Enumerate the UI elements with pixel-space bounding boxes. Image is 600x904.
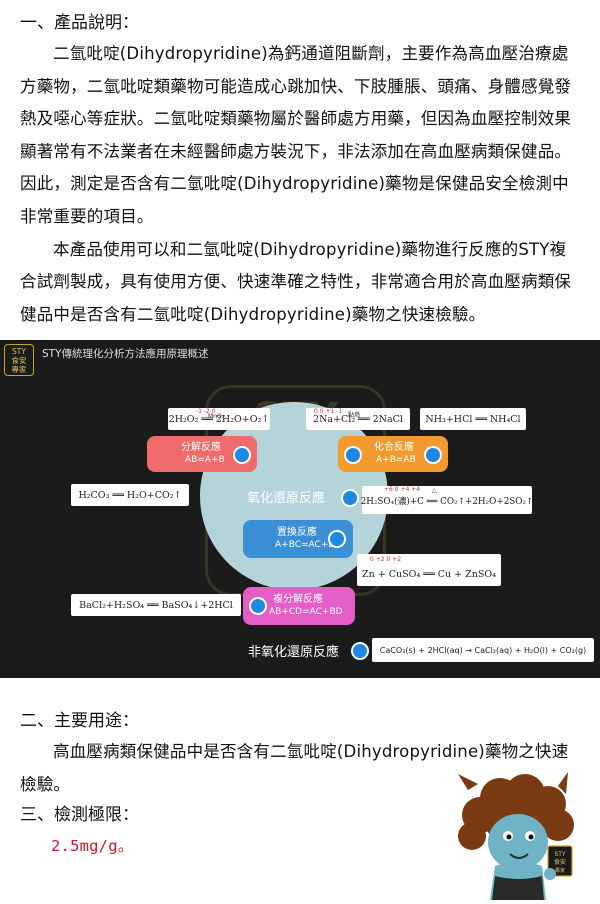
pill-label: 複分解反應	[273, 594, 323, 605]
logo-text: 專家	[11, 365, 27, 374]
badge-text: 食安	[554, 858, 566, 866]
detection-limit-value: 2.5mg/g。	[51, 837, 134, 855]
description-paragraph-2: 本產品使用可以和二氫吡啶(Dihydropyridine)藥物進行反應的STY複…	[20, 239, 572, 324]
badge-text: 專家	[555, 867, 565, 874]
section-heading: 二、主要用途：	[20, 711, 139, 731]
logo-text: STY	[12, 347, 26, 356]
product-description-section: 一、產品說明： 二氫吡啶(Dihydropyridine)為鈣通道阻斷劑，主要作…	[20, 8, 582, 331]
main-use-section: 二、主要用途： 高血壓病類保健品中是否含有二氫吡啶(Dihydropyridin…	[20, 706, 582, 801]
logo-text: 食安	[11, 356, 27, 365]
oxidation-numbers: -1 -2 0	[196, 408, 216, 415]
pill-formula: A+B=AB	[376, 455, 416, 465]
combination-dot-icon-left	[344, 446, 362, 464]
decomposition-reaction-pill: 分解反應 AB=A+B	[147, 436, 257, 472]
equation-card-redox: 2H₂SO₄(濃)+C ══ CO₂↑+2H₂O+2SO₂↑	[360, 486, 534, 514]
equation-text: CaCO₃(s) + 2HCl(aq) → CaCl₂(aq) + H₂O(l)…	[379, 645, 587, 655]
pill-formula: A+BC=AC+B	[275, 540, 335, 550]
sty-logo: STY 食安 專家	[4, 344, 34, 376]
equation-card-carbonic: H₂CO₃ ══ H₂O+CO₂↑	[71, 484, 189, 506]
condition-label: 點燃	[348, 412, 361, 419]
equation-card-decomposition: 2H₂O₂ ══ 2H₂O+O₂↑	[168, 408, 270, 430]
equation-card-combination-a: 2Na+Cl₂ ══ 2NaCl	[306, 408, 410, 430]
equation-card-displacement: Zn + CuSO₄ ══ Cu + ZnSO₄	[357, 554, 501, 586]
equation-text: 2Na+Cl₂ ══ 2NaCl	[313, 413, 403, 425]
displacement-reaction-pill: 置換反應 A+BC=AC+B	[243, 520, 353, 558]
redox-reaction-label: 氧化還原反應	[247, 491, 326, 506]
description-paragraph-1: 二氫吡啶(Dihydropyridine)為鈣通道阻斷劑，主要作為高血壓治療處方…	[20, 44, 572, 226]
mascot-character-icon: STY 食安 專家	[458, 772, 574, 900]
catalyst-label: MnO₂	[208, 413, 225, 420]
section-heading: 一、產品說明：	[20, 13, 139, 33]
pill-label: 化合反應	[374, 442, 414, 453]
pill-label: 置換反應	[277, 527, 317, 538]
pill-label: 分解反應	[181, 442, 221, 453]
equation-card-non-redox: CaCO₃(s) + 2HCl(aq) → CaCl₂(aq) + H₂O(l)…	[372, 638, 594, 662]
oxidation-numbers: 0 +2 0 +2	[370, 556, 402, 563]
reaction-principles-diagram: STY 食安 專家 STY傳統理化分析方法應用原理概述 STY 食安 2H₂O₂…	[0, 340, 600, 678]
main-use-paragraph: 高血壓病類保健品中是否含有二氫吡啶(Dihydropyridine)藥物之快速檢…	[20, 742, 569, 794]
detection-limit-section: 三、檢測極限： 2.5mg/g。	[20, 800, 582, 863]
pill-formula: AB=A+B	[185, 455, 225, 465]
displacement-dot-icon	[328, 530, 346, 548]
badge-text: STY	[554, 851, 565, 858]
oxidation-numbers: 0 0 +1 -1	[314, 408, 343, 415]
combination-dot-icon-right	[424, 446, 442, 464]
equation-text: NH₃+HCl ══ NH₄Cl	[425, 413, 521, 425]
equation-text: BaCl₂+H₂SO₄ ══ BaSO₄↓+2HCl	[79, 599, 233, 611]
double-displacement-dot-icon	[249, 597, 267, 615]
pill-formula: AB+CD=AC+BD	[269, 607, 343, 617]
equation-card-double-displacement: BaCl₂+H₂SO₄ ══ BaSO₄↓+2HCl	[71, 594, 241, 616]
non-redox-reaction-label: 非氧化還原反應	[248, 645, 340, 660]
mascot-illustration: STY 食安 專家	[450, 770, 585, 900]
oxidation-numbers: +6 0 +4 +4	[384, 486, 421, 493]
condition-label: △	[432, 487, 437, 494]
equation-text: 2H₂O₂ ══ 2H₂O+O₂↑	[168, 413, 270, 425]
equation-text: 2H₂SO₄(濃)+C ══ CO₂↑+2H₂O+2SO₂↑	[360, 496, 534, 507]
decomposition-dot-icon	[233, 446, 251, 464]
diagram-title: STY傳統理化分析方法應用原理概述	[42, 348, 209, 360]
equation-card-combination-b: NH₃+HCl ══ NH₄Cl	[420, 408, 526, 430]
non-redox-dot-icon	[351, 642, 369, 660]
section-heading: 三、檢測極限：	[20, 805, 139, 825]
equation-text: H₂CO₃ ══ H₂O+CO₂↑	[78, 489, 182, 501]
redox-dot-icon	[341, 489, 359, 507]
equation-text: Zn + CuSO₄ ══ Cu + ZnSO₄	[362, 568, 496, 580]
